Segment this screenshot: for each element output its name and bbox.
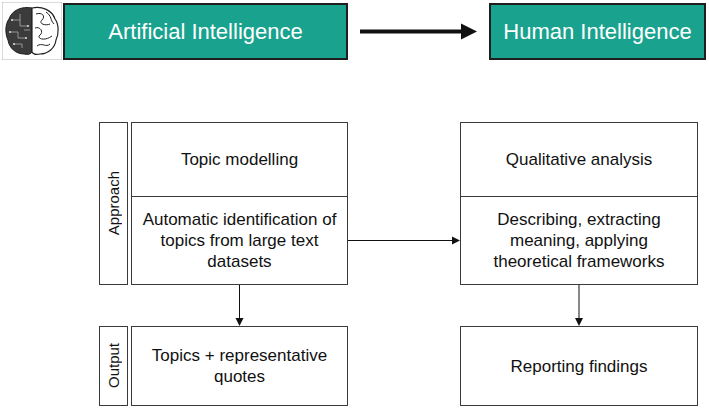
node-text: Topic modelling <box>181 149 298 170</box>
illustration-frame <box>2 2 62 60</box>
brain-right-half <box>32 7 58 54</box>
node-text: Qualitative analysis <box>506 149 652 170</box>
arrow-connector <box>239 285 240 319</box>
process-box: Automatic identification of topics from … <box>131 196 348 285</box>
output-box: Reporting findings <box>460 326 698 406</box>
node-text: Artificial Intelligence <box>108 19 302 45</box>
brain-left-half <box>6 7 32 54</box>
title-box: Human Intelligence <box>489 3 706 60</box>
arrow-connector <box>348 240 453 241</box>
process-box: Topic modelling <box>131 122 348 197</box>
arrow-head <box>575 318 583 326</box>
process-box: Qualitative analysis <box>460 122 698 197</box>
arrow-connector <box>579 285 580 319</box>
arrow-connector <box>360 30 463 34</box>
text-stack: Human Intelligence <box>503 19 691 45</box>
node-text: Human Intelligence <box>503 19 691 45</box>
text-stack: Reporting findings <box>510 356 647 377</box>
row-label-box: Output <box>99 326 128 406</box>
node-text: Approach <box>105 171 122 235</box>
arrow-head <box>452 237 460 245</box>
text-stack: Automatic identification of topics from … <box>140 209 339 272</box>
circuit-lines <box>10 14 30 48</box>
title-box: Artificial Intelligence <box>63 3 348 60</box>
node-text: Reporting findings <box>510 356 647 377</box>
text-stack: Output <box>105 343 122 388</box>
node-text: Describing, extracting meaning, applying… <box>469 209 689 272</box>
text-stack: Artificial Intelligence <box>108 19 302 45</box>
text-stack: Qualitative analysis <box>506 149 652 170</box>
arrow-head <box>461 24 477 40</box>
row-label-box: Approach <box>99 122 128 285</box>
brain-folds <box>35 12 54 46</box>
circuit-dots <box>9 19 29 45</box>
output-box: Topics + representative quotes <box>131 326 348 406</box>
brain-illustration <box>2 2 62 60</box>
text-stack: Topics + representative quotes <box>140 345 339 387</box>
arrow-head <box>236 318 244 326</box>
text-stack: Describing, extracting meaning, applying… <box>469 209 689 272</box>
text-stack: Topic modelling <box>181 149 298 170</box>
text-stack: Approach <box>105 171 122 235</box>
node-text: Output <box>105 343 122 388</box>
node-text: Topics + representative quotes <box>140 345 339 387</box>
node-text: Automatic identification of topics from … <box>140 209 339 272</box>
process-box: Describing, extracting meaning, applying… <box>460 196 698 285</box>
